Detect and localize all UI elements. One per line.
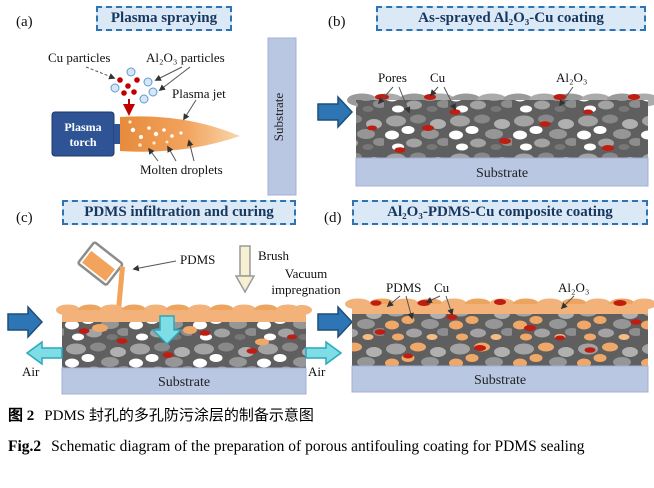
label-al2o3-b: Al₂O₃	[556, 70, 588, 85]
label-cu-particles: Cu particles	[48, 50, 111, 65]
panel-b-title-box: As-sprayed Al₂O₃-Cu coating	[376, 6, 646, 31]
panel-b-letter: (b)	[328, 14, 346, 30]
panel-d-title-box: Al₂O₃-PDMS-Cu composite coating	[352, 200, 648, 225]
cu-d-pointer-1	[425, 295, 441, 303]
pdms-d-pointer-2	[405, 295, 414, 320]
process-arrow-c-d	[317, 305, 354, 339]
label-brush: Brush	[258, 248, 290, 263]
label-al2o3-d: Al₂O₃	[558, 280, 590, 295]
panel-c-title-box: PDMS infiltration and curing	[62, 200, 296, 225]
torch-label-line1: Plasma	[64, 120, 101, 134]
panel-d-graphics: Substrate	[345, 295, 654, 393]
molten-droplets-pointer-2	[167, 145, 177, 162]
caption-en-label: Fig.2	[8, 438, 42, 455]
label-pdms-d: PDMS	[386, 280, 422, 295]
substrate-b-label: Substrate	[476, 166, 528, 181]
al2o3-d-pointer	[560, 295, 575, 310]
process-arrow-a-b	[317, 95, 354, 129]
label-molten-droplets: Molten droplets	[140, 162, 223, 177]
cu-b-pointer-2	[443, 86, 456, 111]
torch-label-line2: torch	[69, 135, 96, 149]
brush-icon	[234, 245, 256, 294]
figure-caption: 图 2 PDMS 封孔的多孔防污涂层的制备示意图 Fig.2 Schematic d…	[8, 404, 648, 460]
substrate-bar-c	[61, 367, 307, 395]
substrate-c-label: Substrate	[158, 375, 210, 390]
substrate-d-label: Substrate	[474, 373, 526, 388]
coating-c-pdms-layer	[62, 310, 306, 322]
panel-a-letter: (a)	[16, 14, 33, 30]
pores-pointer-1	[377, 86, 394, 105]
caption-en-text: Schematic diagram of the preparation of …	[51, 438, 585, 455]
molten-droplet-dots	[128, 120, 183, 147]
panel-c-letter: (c)	[16, 210, 33, 226]
label-pores-b: Pores	[378, 70, 407, 85]
caption-en: Fig.2 Schematic diagram of the preparatio…	[8, 434, 648, 460]
label-pdms-c: PDMS	[180, 252, 216, 267]
caption-zh-label: 图 2	[8, 408, 35, 424]
substrate-bar-d	[351, 365, 649, 393]
plasma-torch	[51, 111, 115, 157]
al2o3-particle-dots	[110, 67, 158, 104]
al2o3-particles-pointer-1	[154, 66, 183, 81]
coating-c-cu-particles	[78, 328, 297, 358]
panel-a-title-box: Plasma spraying	[96, 6, 232, 31]
panel-a-graphics: Substrate Plasma torch	[51, 37, 297, 196]
substrate-bar-a	[267, 37, 297, 196]
beaker-icon	[77, 241, 124, 286]
pdms-c-pointer	[132, 260, 177, 272]
molten-droplets-pointer-3	[187, 139, 195, 162]
label-cu-b: Cu	[430, 70, 446, 85]
cu-particles-pointer	[85, 66, 116, 80]
infiltration-down-arrow	[151, 315, 183, 346]
air-out-arrow-right	[305, 340, 343, 366]
substrate-bar-b	[355, 157, 649, 187]
panel-b-graphics: Substrate	[347, 86, 654, 187]
cu-particle-dots	[117, 77, 140, 96]
plasma-jet-pointer	[183, 99, 197, 121]
caption-zh: 图 2 PDMS 封孔的多孔防污涂层的制备示意图	[8, 404, 648, 425]
pdms-pour-stream	[116, 266, 125, 310]
al2o3-particles-pointer-2	[158, 66, 191, 91]
panel-d-letter: (d)	[324, 210, 342, 226]
panel-c-graphics: Substrate	[25, 241, 343, 395]
pdms-d-pointer-1	[386, 295, 401, 308]
label-vacuum-impregnation: Vacuum impregnation	[271, 266, 341, 298]
coating-d-body	[352, 314, 648, 366]
label-air-left: Air	[22, 364, 40, 379]
torch-nozzle	[114, 124, 122, 144]
label-al2o3-particles: Al₂O₃ particles	[146, 50, 225, 65]
air-out-arrow-left	[25, 340, 63, 366]
cu-d-pointer-2	[445, 295, 454, 316]
substrate-a-label: Substrate	[271, 93, 286, 142]
coating-c-infiltrated-pdms	[92, 324, 269, 346]
pores-pointer-2	[398, 86, 411, 114]
coating-d-cu-particles	[370, 299, 642, 359]
coating-d-pdms-layer	[352, 304, 648, 314]
label-cu-d: Cu	[434, 280, 450, 295]
al2o3-b-pointer	[559, 86, 574, 107]
process-arrow-into-c	[7, 305, 44, 339]
molten-droplets-pointer-1	[148, 147, 159, 162]
label-air-right: Air	[308, 364, 326, 379]
cu-b-pointer-1	[429, 86, 439, 97]
caption-zh-text: PDMS 封孔的多孔防污涂层的制备示意图	[44, 408, 314, 424]
label-plasma-jet: Plasma jet	[172, 86, 226, 101]
